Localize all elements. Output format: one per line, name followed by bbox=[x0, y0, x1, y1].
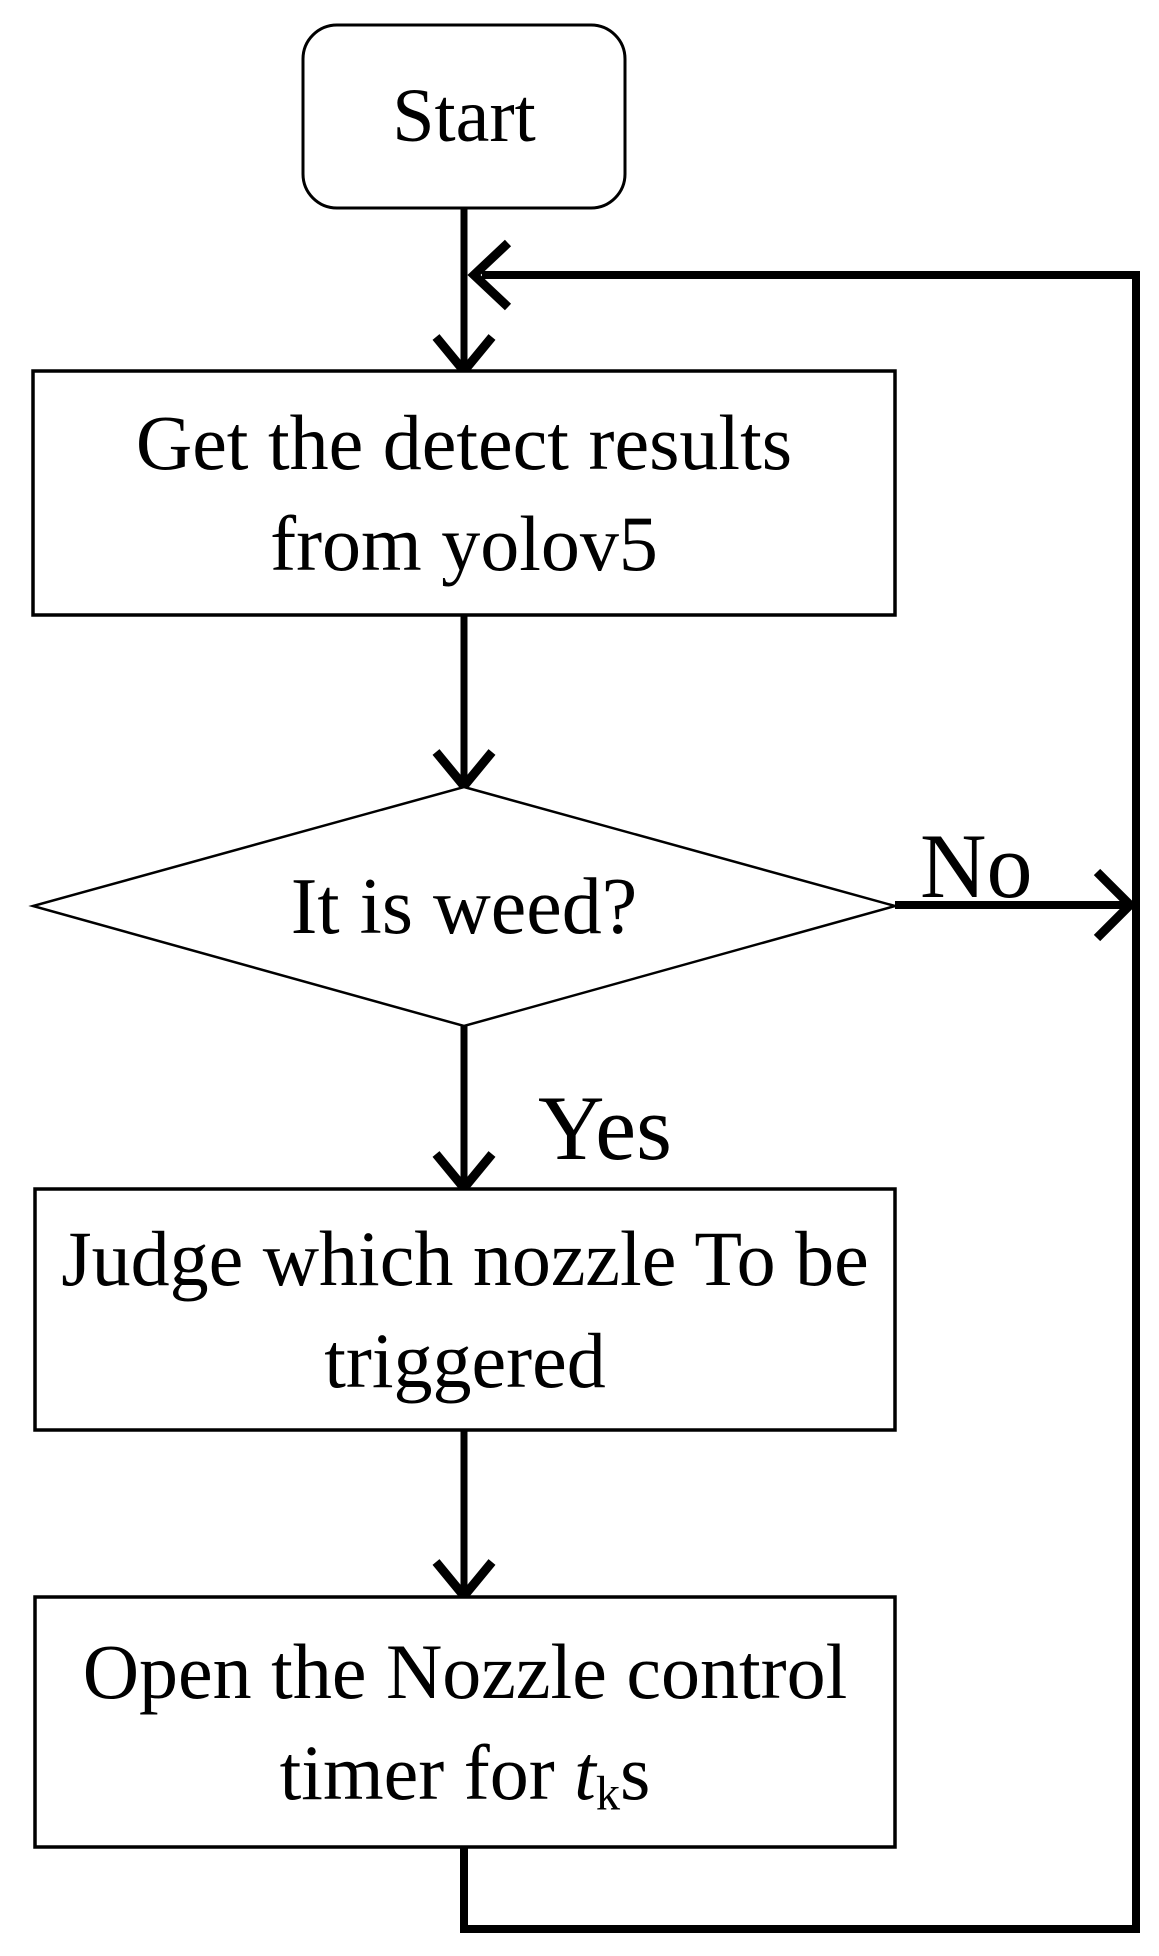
open-timer-subscript-k: k bbox=[595, 1767, 621, 1821]
junction-arrowhead-icon bbox=[467, 239, 512, 311]
judge-nozzle-line2: triggered bbox=[324, 1316, 606, 1404]
open-timer-variable-t: t bbox=[574, 1729, 596, 1816]
open-timer-line2-pre: timer for bbox=[279, 1729, 575, 1816]
start-node-shape bbox=[301, 23, 627, 210]
open-timer-line1: Open the Nozzle control bbox=[82, 1627, 848, 1715]
no-branch-label: No bbox=[920, 815, 1033, 917]
judge-nozzle-node-shape bbox=[33, 1187, 897, 1432]
get-results-node-label: Get the detect results from yolov5 bbox=[33, 371, 895, 615]
start-node-label: Start bbox=[303, 25, 625, 208]
open-timer-node-shape bbox=[33, 1595, 897, 1849]
judge-nozzle-line1: Judge which nozzle To be bbox=[61, 1215, 869, 1303]
decision-node-shape bbox=[28, 785, 900, 1028]
loop-back-connector bbox=[460, 271, 1140, 1933]
judge-nozzle-node-label: Judge which nozzle To be triggered bbox=[35, 1189, 895, 1430]
right-arrowhead-icon bbox=[1093, 868, 1137, 942]
yes-branch-label: Yes bbox=[538, 1077, 672, 1179]
open-timer-line2-post: s bbox=[620, 1729, 651, 1816]
open-timer-node-label: Open the Nozzle control timer for tks bbox=[35, 1597, 895, 1847]
decision-label-line: It is weed? bbox=[290, 862, 638, 951]
get-results-node-shape bbox=[31, 369, 897, 617]
start-label-line: Start bbox=[392, 74, 536, 159]
open-timer-line2: timer for tks bbox=[280, 1722, 651, 1823]
decision-node-label: It is weed? bbox=[33, 787, 895, 1026]
get-results-line2: from yolov5 bbox=[270, 500, 658, 587]
get-results-line1: Get the detect results bbox=[135, 398, 793, 486]
